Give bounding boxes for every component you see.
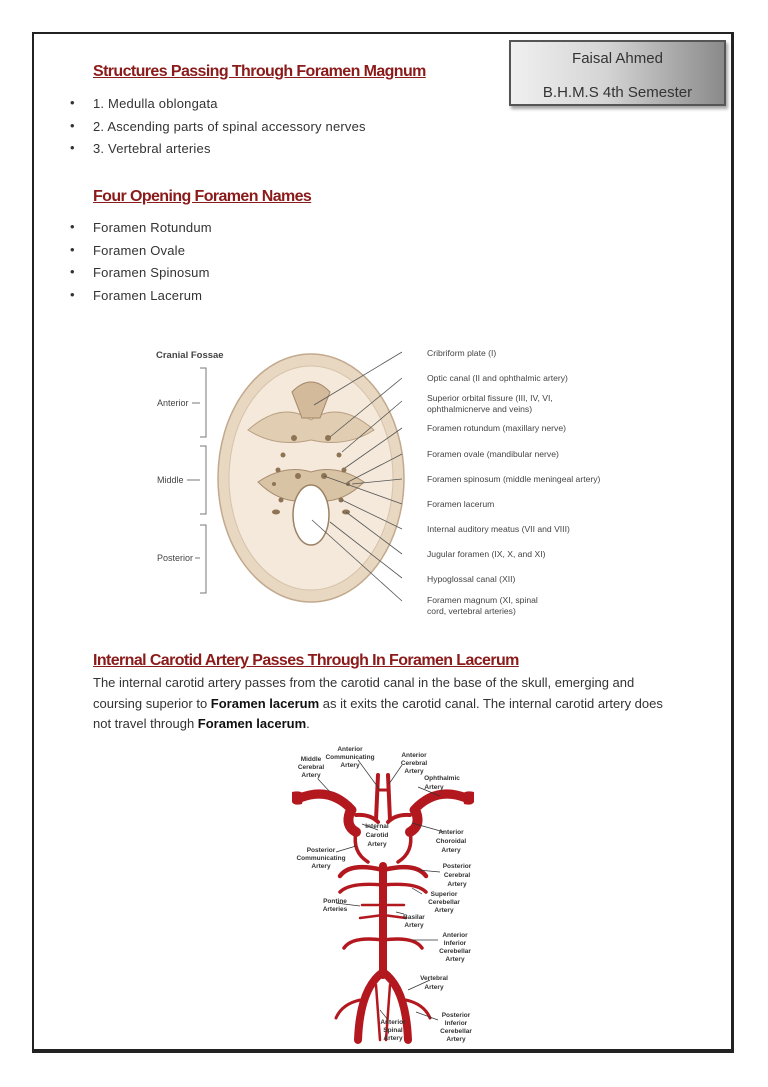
label-cribriform: Cribriform plate (I): [427, 348, 496, 358]
label-ica: Artery: [367, 841, 387, 848]
list-item: Foramen Ovale: [70, 242, 212, 266]
heading-four-foramen: Four Opening Foramen Names: [93, 188, 312, 205]
label-pcomm: Posterior: [307, 847, 336, 854]
four-foramen-list: Foramen Rotundum Foramen Ovale Foramen S…: [70, 219, 212, 311]
label-anterior-spinal: Artery: [383, 1035, 403, 1042]
heading-internal-carotid: Internal Carotid Artery Passes Through I…: [93, 652, 519, 669]
label-sca: Artery: [434, 907, 454, 914]
label-ophthalmic: Ophthalmic: [424, 775, 460, 782]
label-aica: Anterior: [442, 932, 468, 939]
page-border: [32, 32, 734, 1053]
label-pca: Artery: [447, 881, 467, 888]
label-pca: Posterior: [443, 863, 472, 870]
label-mca: Artery: [301, 772, 321, 779]
label-anterior-spinal: Spinal: [383, 1027, 403, 1034]
label-aca: Anterior: [401, 752, 427, 759]
label-aca: Artery: [404, 768, 424, 775]
label-optic-canal: Optic canal (II and ophthalmic artery): [427, 373, 568, 383]
label-sup-orbital: Superior orbital fissure (III, IV, VI,: [427, 393, 553, 403]
label-basilar: Artery: [404, 922, 424, 929]
label-mca: Cerebral: [298, 764, 325, 771]
list-item: Foramen Spinosum: [70, 264, 212, 288]
label-spinosum: Foramen spinosum (middle meningeal arter…: [427, 474, 601, 484]
label-hypoglossal: Hypoglossal canal (XII): [427, 574, 516, 584]
label-mca: Middle: [301, 756, 322, 763]
label-acomm: Anterior: [337, 746, 363, 753]
label-anterior-spinal: Anterior: [380, 1019, 406, 1026]
label-sup-orbital-2: ophthalmicnerve and veins): [427, 404, 532, 414]
label-aica: Cerebellar: [439, 948, 471, 955]
label-acomm: Artery: [340, 762, 360, 769]
label-ica: Internal: [365, 823, 389, 830]
label-aca: Cerebral: [401, 760, 428, 767]
label-pica: Cerebellar: [440, 1028, 472, 1035]
fossa-label-posterior: Posterior: [157, 553, 193, 563]
fossa-label-anterior: Anterior: [157, 398, 189, 408]
label-pontine: Pontine: [323, 898, 347, 905]
carotid-paragraph: The internal carotid artery passes from …: [93, 675, 663, 732]
label-anterior-choroidal: Anterior: [438, 829, 464, 836]
label-pontine: Arteries: [323, 906, 348, 913]
heading-foramen-magnum: Structures Passing Through Foramen Magnu…: [93, 63, 426, 80]
label-pica: Artery: [446, 1036, 466, 1043]
author-semester: B.H.M.S 4th Semester: [542, 84, 693, 101]
label-sca: Cerebellar: [428, 899, 460, 906]
label-aica: Inferior: [444, 940, 467, 947]
list-item: 1. Medulla oblongata: [70, 95, 366, 119]
label-basilar: Basilar: [403, 914, 425, 921]
label-sca: Superior: [431, 891, 458, 898]
list-item: 3. Vertebral arteries: [70, 140, 366, 164]
term-foramen-lacerum: Foramen lacerum: [197, 716, 307, 732]
label-acomm: Communicating: [325, 754, 374, 761]
list-item: Foramen Lacerum: [70, 287, 212, 311]
label-pica: Inferior: [445, 1020, 468, 1027]
label-ophthalmic: Artery: [424, 784, 444, 791]
label-pcomm: Communicating: [296, 855, 345, 862]
label-pcomm: Artery: [311, 863, 331, 870]
label-jugular: Jugular foramen (IX, X, and XI): [427, 549, 546, 559]
label-lacerum: Foramen lacerum: [427, 499, 494, 509]
label-ovale: Foramen ovale (mandibular nerve): [427, 449, 559, 459]
label-magnum: Foramen magnum (XI, spinal: [427, 595, 538, 605]
fossa-label-middle: Middle: [157, 475, 184, 485]
label-auditory: Internal auditory meatus (VII and VIII): [427, 524, 570, 534]
foramen-magnum-list: 1. Medulla oblongata 2. Ascending parts …: [70, 95, 366, 164]
label-anterior-choroidal: Choroidal: [436, 838, 467, 845]
label-pca: Cerebral: [444, 872, 471, 879]
label-ica: Carotid: [366, 832, 389, 839]
label-anterior-choroidal: Artery: [441, 847, 461, 854]
label-rotundum: Foramen rotundum (maxillary nerve): [427, 423, 566, 433]
figure-title: Cranial Fossae: [156, 350, 224, 361]
label-vertebral: Artery: [424, 984, 444, 991]
label-magnum-2: cord, vertebral arteries): [427, 606, 516, 616]
author-name: Faisal Ahmed: [572, 50, 663, 67]
list-item: 2. Ascending parts of spinal accessory n…: [70, 118, 366, 142]
label-vertebral: Vertebral: [420, 975, 448, 982]
label-pica: Posterior: [442, 1012, 471, 1019]
label-aica: Artery: [445, 956, 465, 963]
term-foramen-lacerum: Foramen lacerum: [210, 695, 320, 711]
author-box: Faisal Ahmed B.H.M.S 4th Semester: [509, 40, 726, 106]
list-item: Foramen Rotundum: [70, 219, 212, 243]
